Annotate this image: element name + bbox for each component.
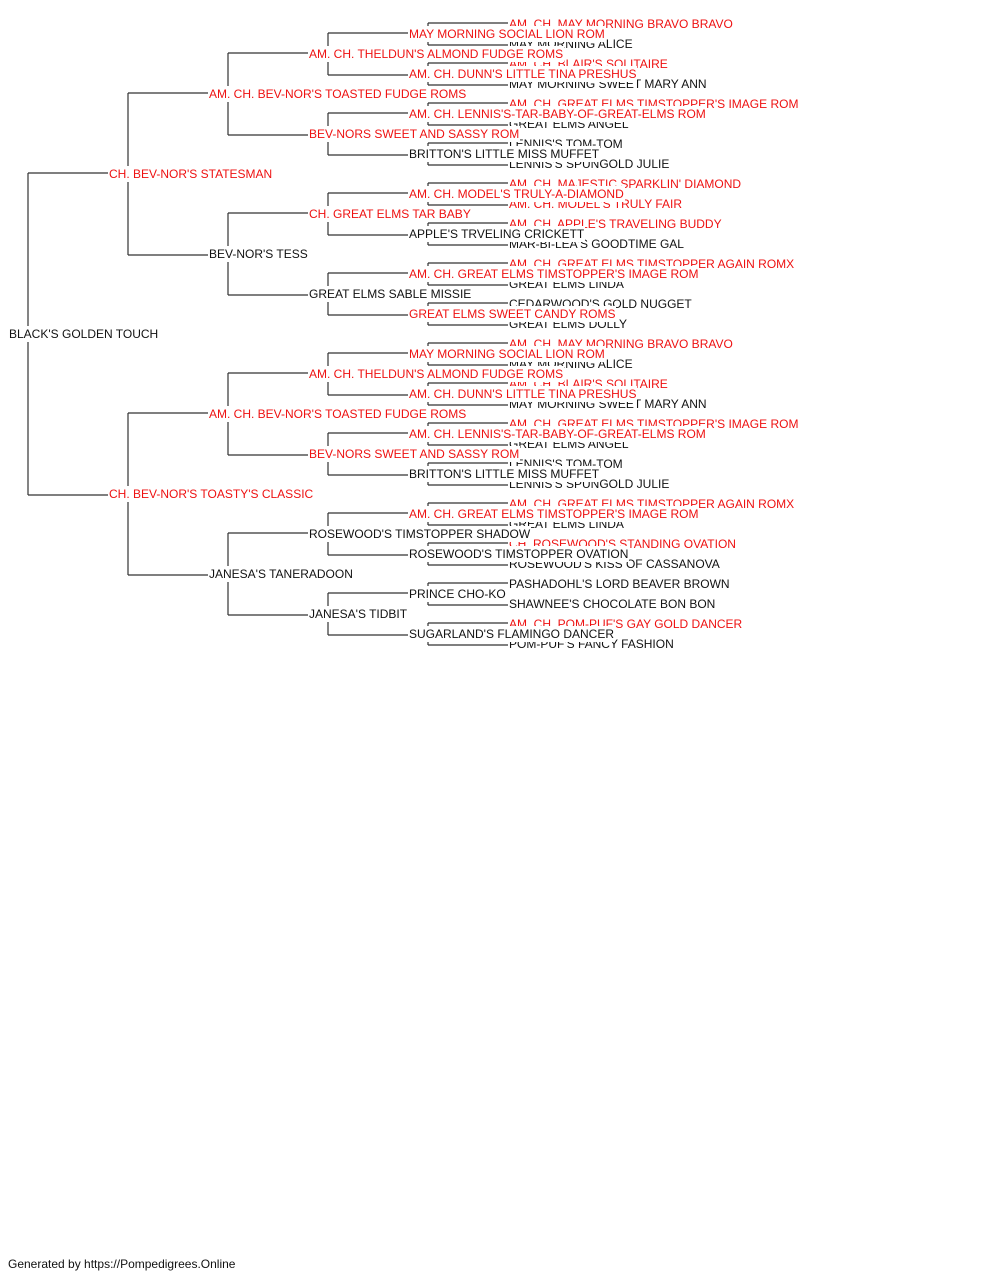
pedigree-dam-name: BEV-NORS SWEET AND SASSY ROM bbox=[308, 126, 521, 142]
pedigree-sire-name: AM. CH. THELDUN'S ALMOND FUDGE ROMS bbox=[308, 366, 565, 382]
pedigree-dam-name: BRITTON'S LITTLE MISS MUFFET bbox=[408, 146, 601, 162]
pedigree-dam-name: AM. CH. DUNN'S LITTLE TINA PRESHUS bbox=[408, 386, 638, 402]
pedigree-dam-name: SUGARLAND'S FLAMINGO DANCER bbox=[408, 626, 615, 642]
pedigree-dam-name: GREAT ELMS SWEET CANDY ROMS bbox=[408, 306, 617, 322]
pedigree-sire-name: AM. CH. GREAT ELMS TIMSTOPPER'S IMAGE RO… bbox=[408, 506, 700, 522]
pedigree-sire-name: AM. CH. THELDUN'S ALMOND FUDGE ROMS bbox=[308, 46, 565, 62]
pedigree-dam-name: JANESA'S TIDBIT bbox=[308, 606, 409, 622]
pedigree-sire-name: PRINCE CHO-KO bbox=[408, 586, 507, 602]
generated-by-footer: Generated by https://Pompedigrees.Online bbox=[8, 1257, 236, 1271]
pedigree-sire-name: AM. CH. GREAT ELMS TIMSTOPPER'S IMAGE RO… bbox=[408, 266, 700, 282]
pedigree-sire-name: CH. BEV-NOR'S STATESMAN bbox=[108, 166, 274, 182]
pedigree-dam-name: GREAT ELMS SABLE MISSIE bbox=[308, 286, 473, 302]
pedigree-dam-name: AM. CH. DUNN'S LITTLE TINA PRESHUS bbox=[408, 66, 638, 82]
pedigree-subject-name: BLACK'S GOLDEN TOUCH bbox=[8, 326, 160, 342]
pedigree-sire-name: AM. CH. MODEL'S TRULY-A-DIAMOND bbox=[408, 186, 625, 202]
pedigree-dam-name: BRITTON'S LITTLE MISS MUFFET bbox=[408, 466, 601, 482]
pedigree-dam-name: SHAWNEE'S CHOCOLATE BON BON bbox=[508, 596, 717, 612]
pedigree-sire-name: MAY MORNING SOCIAL LION ROM bbox=[408, 26, 606, 42]
pedigree-sire-name: AM. CH. BEV-NOR'S TOASTED FUDGE ROMS bbox=[208, 406, 468, 422]
pedigree-dam-name: BEV-NOR'S TESS bbox=[208, 246, 309, 262]
pedigree-sire-name: ROSEWOOD'S TIMSTOPPER SHADOW bbox=[308, 526, 532, 542]
pedigree-sire-name: AM. CH. LENNIS'S-TAR-BABY-OF-GREAT-ELMS … bbox=[408, 106, 707, 122]
pedigree-dam-name: CH. BEV-NOR'S TOASTY'S CLASSIC bbox=[108, 486, 315, 502]
pedigree-sire-name: AM. CH. LENNIS'S-TAR-BABY-OF-GREAT-ELMS … bbox=[408, 426, 707, 442]
pedigree-dam-name: JANESA'S TANERADOON bbox=[208, 566, 354, 582]
pedigree-dam-name: BEV-NORS SWEET AND SASSY ROM bbox=[308, 446, 521, 462]
pedigree-sire-name: AM. CH. BEV-NOR'S TOASTED FUDGE ROMS bbox=[208, 86, 468, 102]
pedigree-sire-name: MAY MORNING SOCIAL LION ROM bbox=[408, 346, 606, 362]
pedigree-dam-name: APPLE'S TRVELING CRICKETT bbox=[408, 226, 586, 242]
pedigree-dam-name: ROSEWOOD'S TIMSTOPPER OVATION bbox=[408, 546, 630, 562]
pedigree-sire-name: CH. GREAT ELMS TAR BABY bbox=[308, 206, 472, 222]
pedigree-sire-name: PASHADOHL'S LORD BEAVER BROWN bbox=[508, 576, 731, 592]
